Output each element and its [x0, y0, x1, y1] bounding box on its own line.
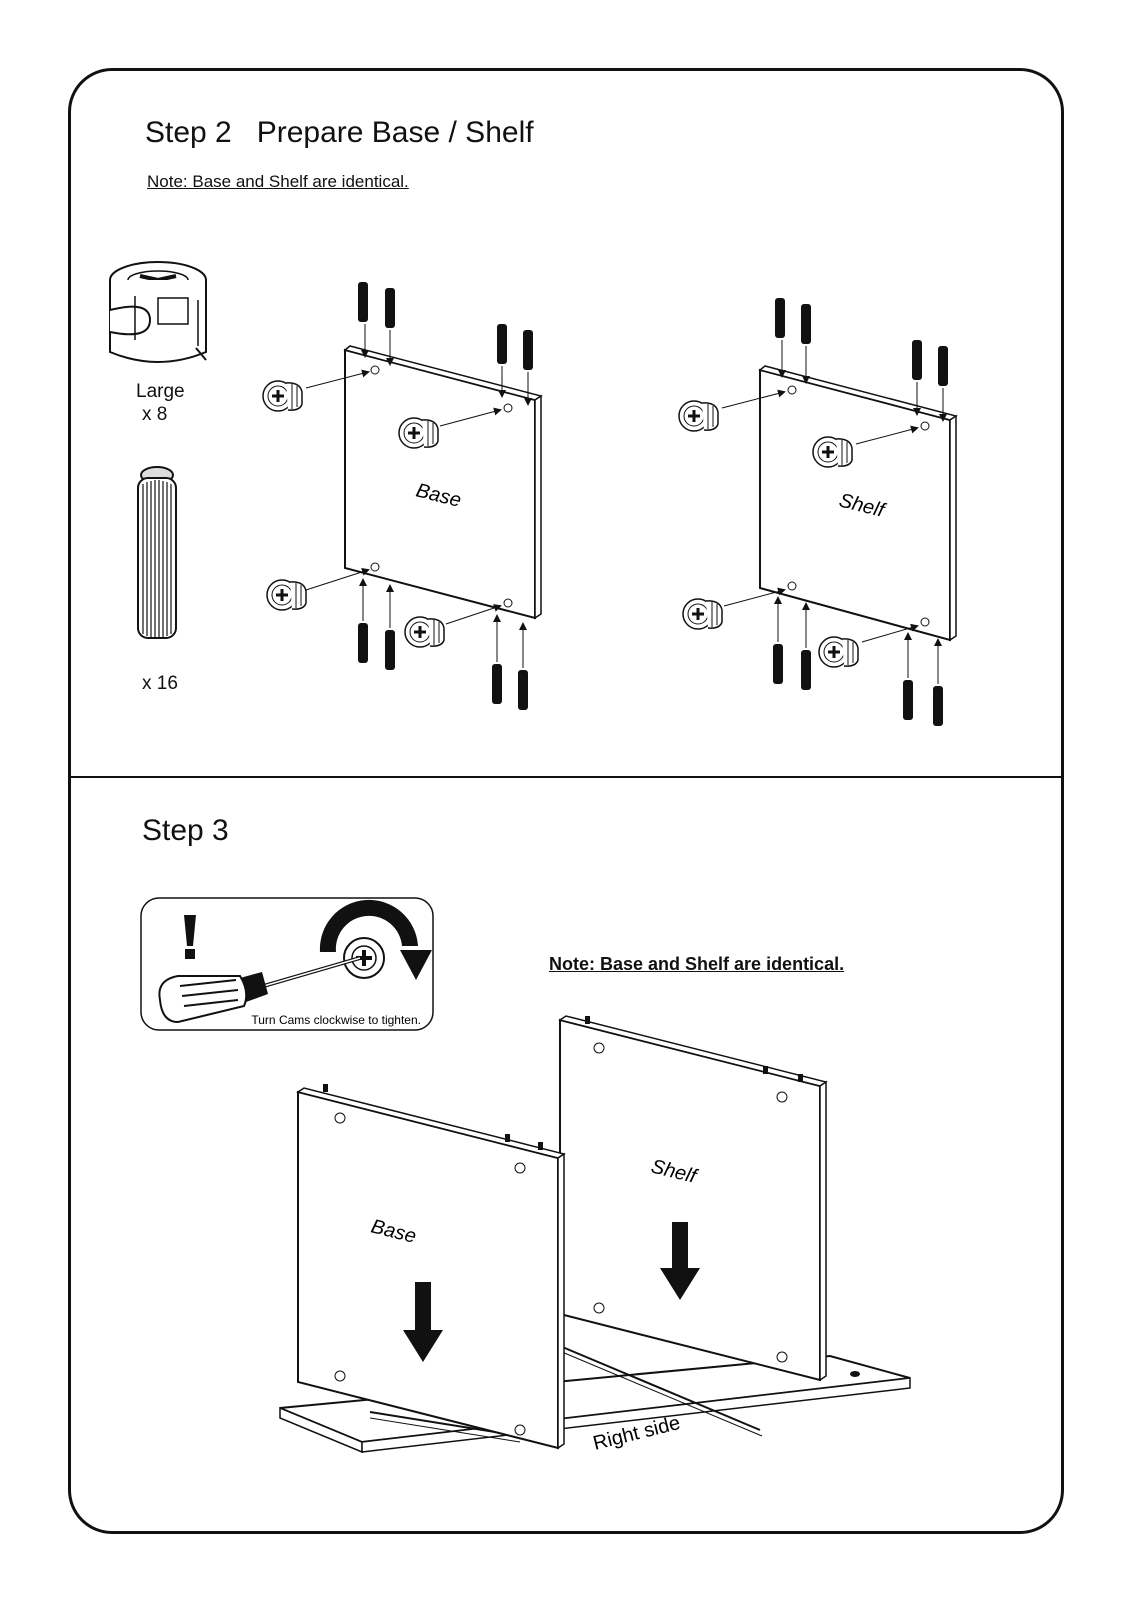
screwdriver-icon — [158, 956, 361, 1024]
tip-box: Turn Cams clockwise to tighten. — [140, 897, 434, 1031]
dowel-icon — [137, 466, 177, 639]
clockwise-arrow-icon — [319, 899, 432, 980]
page-frame — [68, 68, 1064, 1534]
warning-icon — [184, 915, 196, 959]
dowel-quantity: x 16 — [142, 673, 178, 694]
step2-note: Note: Base and Shelf are identical. — [147, 172, 409, 191]
step2-shelf-assembly: Shelf — [677, 298, 958, 726]
tip-text: Turn Cams clockwise to tighten. — [251, 1013, 421, 1027]
step3-base-panel: Base — [296, 1084, 566, 1450]
cam-lock-icon — [109, 261, 207, 363]
step3-note: Note: Base and Shelf are identical. — [549, 954, 845, 974]
cam-name-label: Large — [136, 381, 185, 402]
cam-quantity: x 8 — [142, 404, 168, 425]
step-divider — [70, 776, 1062, 778]
step3-title: Step 3 — [142, 814, 229, 847]
step2-base-assembly: Base — [261, 282, 543, 710]
step2-title: Step 2 Prepare Base / Shelf — [145, 116, 534, 149]
step3-shelf-panel: Shelf — [558, 1015, 828, 1382]
